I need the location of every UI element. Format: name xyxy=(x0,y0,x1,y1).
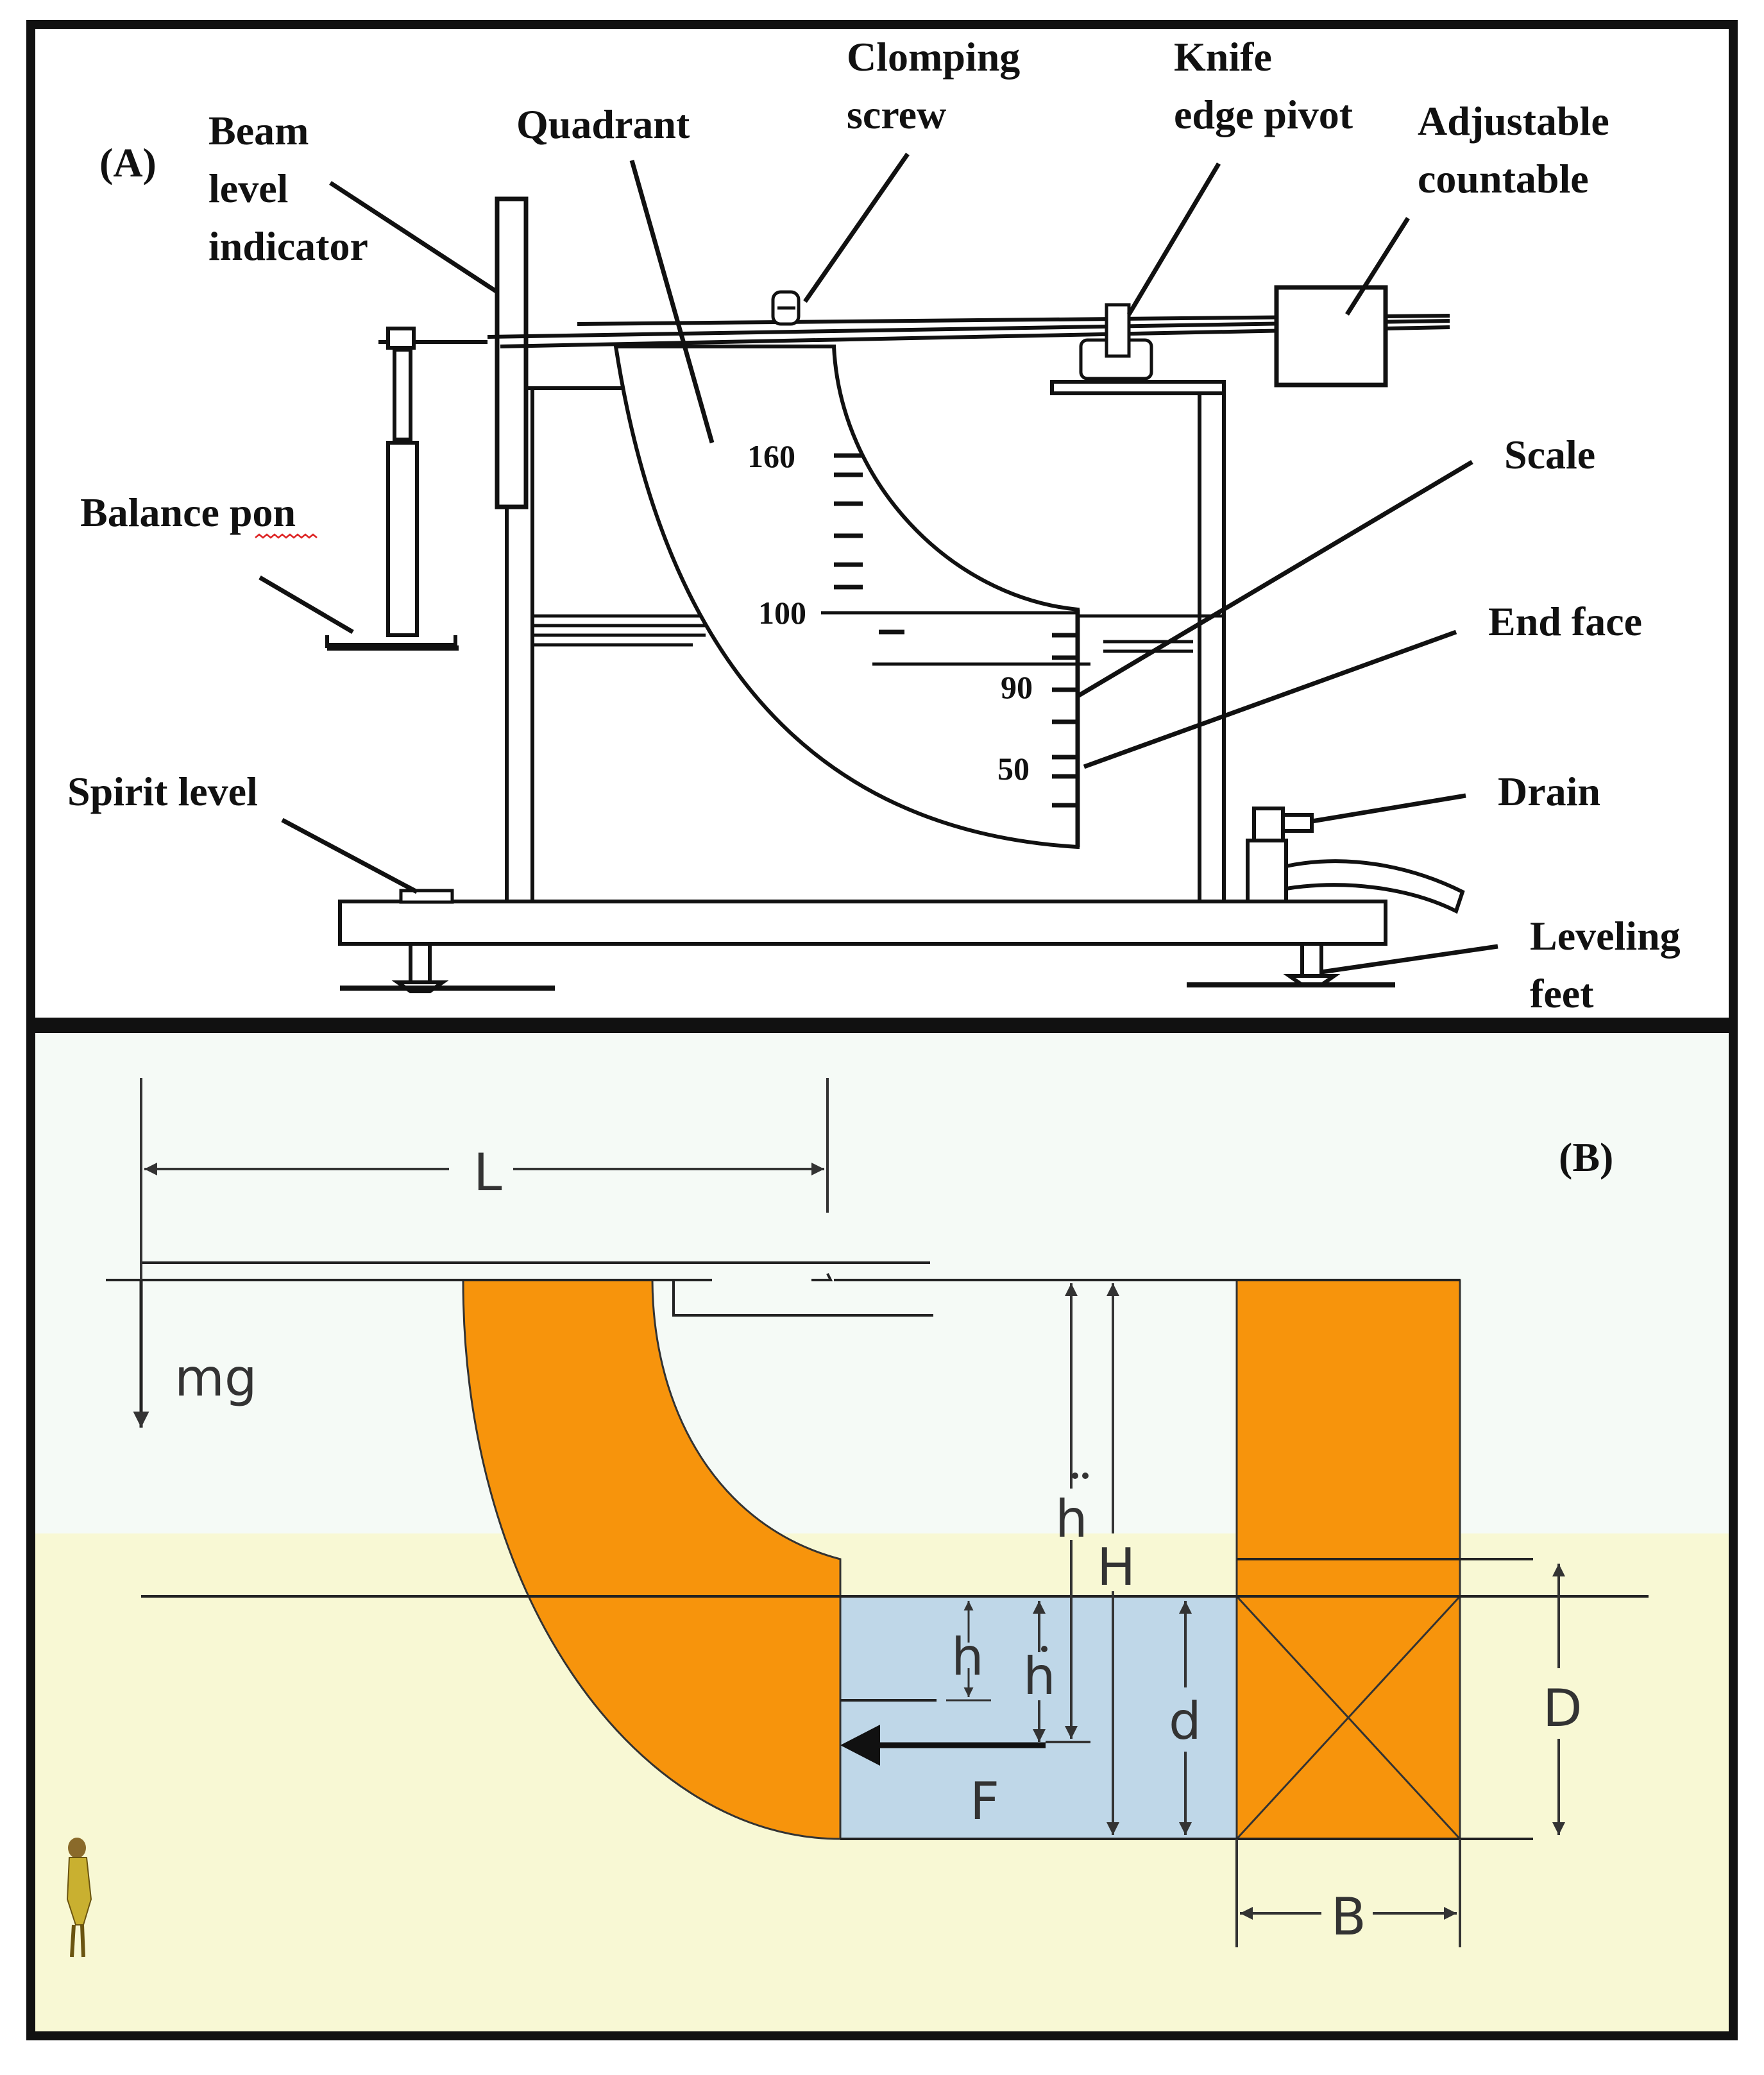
label-scale: Scale xyxy=(1504,432,1595,477)
label-leveling-2: feet xyxy=(1530,971,1594,1016)
panel-b: L mg h H h xyxy=(26,1024,1738,2040)
dimension-h-double-dot xyxy=(1046,1283,1090,1743)
label-H: H xyxy=(1097,1537,1135,1597)
label-quadrant: Quadrant xyxy=(516,101,690,147)
water-lines xyxy=(141,1558,1649,1840)
label-clomping-2: screw xyxy=(847,92,946,137)
panel-b-frame xyxy=(26,1024,1738,2040)
label-F: F xyxy=(970,1772,999,1831)
label-h: h xyxy=(951,1627,984,1687)
label-beam-1: Beam xyxy=(208,108,309,153)
label-balance-pan: Balance pon xyxy=(80,490,296,535)
label-h-double-dot: h xyxy=(1055,1489,1088,1549)
clamping-screw xyxy=(771,290,801,326)
label-L: L xyxy=(473,1143,502,1202)
label-beam-3: indicator xyxy=(208,223,368,269)
beam-lines xyxy=(106,1261,1460,1317)
beam-level-indicator-plate xyxy=(495,196,529,509)
label-h-dot: h xyxy=(1023,1646,1056,1706)
panel-b-tag: (B) xyxy=(1559,1134,1613,1180)
dimension-B xyxy=(1235,1839,1461,1947)
scale-tick-160: 160 xyxy=(747,438,795,474)
label-D: D xyxy=(1543,1678,1582,1738)
dimension-h xyxy=(946,1601,991,1702)
spirit-level-block xyxy=(399,889,454,904)
quadrant-body xyxy=(613,345,1080,850)
label-adjustable-1: Adjustable xyxy=(1418,98,1609,144)
label-beam-2: level xyxy=(208,166,288,211)
label-adjustable-2: countable xyxy=(1418,156,1589,201)
force-arrow-F xyxy=(840,1725,1046,1766)
scale-tick-90: 90 xyxy=(1001,669,1033,705)
panel-a-tag: (A) xyxy=(99,140,157,185)
adjustable-counterweight xyxy=(1274,285,1388,388)
balance-pan xyxy=(325,327,488,651)
label-B: B xyxy=(1331,1887,1366,1947)
scale-tick-50: 50 xyxy=(997,751,1030,787)
label-leveling-1: Leveling xyxy=(1530,913,1681,959)
knife-edge-pivot xyxy=(1079,303,1153,380)
label-knife-1: Knife xyxy=(1174,34,1272,80)
panel-a: 160 100 90 50 (A) Beam level xyxy=(26,20,1738,1027)
spellcheck-underline xyxy=(255,533,318,539)
label-drain: Drain xyxy=(1498,769,1600,814)
quadrant-scale-marks xyxy=(821,453,1090,847)
label-knife-2: edge pivot xyxy=(1174,92,1353,137)
base-plate xyxy=(338,900,1395,993)
label-end-face: End face xyxy=(1488,599,1642,644)
drain-valve xyxy=(1246,807,1465,914)
quadrant-section xyxy=(462,1279,842,1840)
label-d: d xyxy=(1169,1691,1201,1751)
label-clomping-1: Clomping xyxy=(847,34,1020,80)
dot-1 xyxy=(1072,1473,1078,1479)
label-spirit-level: Spirit level xyxy=(67,769,258,814)
scale-tick-100: 100 xyxy=(758,595,806,631)
person-figure-icon xyxy=(66,1838,92,1958)
dot-3 xyxy=(1041,1646,1047,1652)
label-mg: mg xyxy=(174,1348,257,1408)
leader-lines xyxy=(259,153,1498,975)
dot-2 xyxy=(1082,1473,1089,1479)
